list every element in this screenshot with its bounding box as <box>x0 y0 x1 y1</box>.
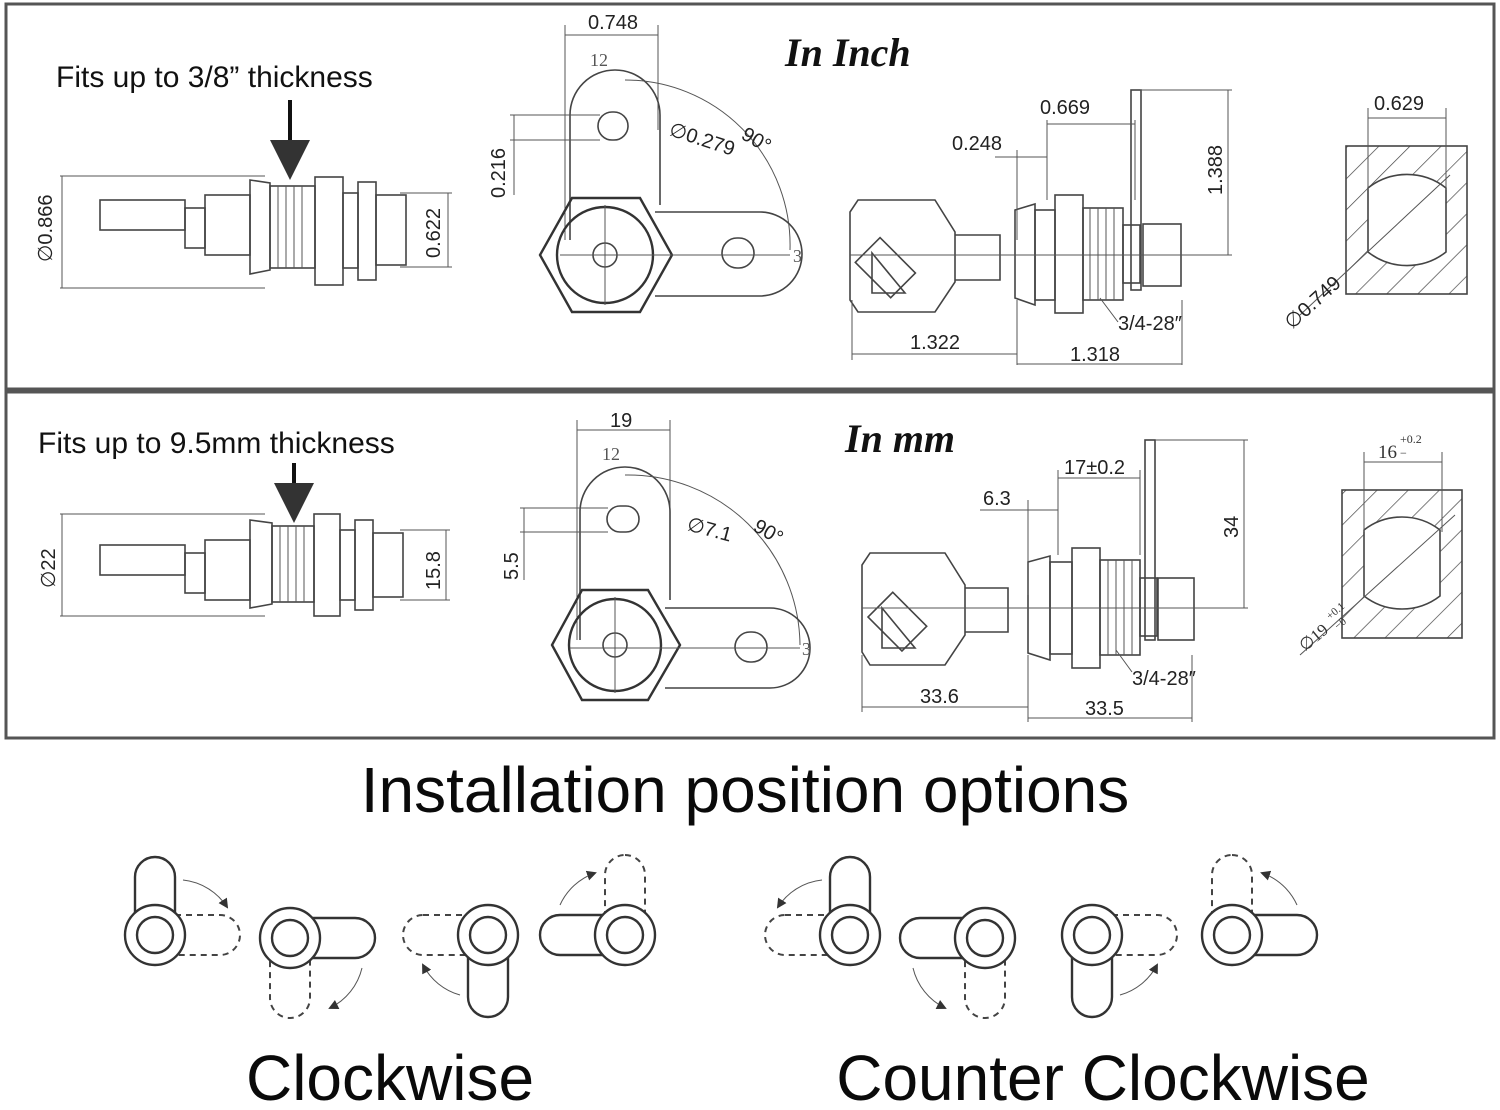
inch-nut-height: 0.622 <box>423 208 445 258</box>
mm-cutout-diameter: ∅19 <box>1295 620 1332 655</box>
mm-stem-length: 6.3 <box>983 488 1011 510</box>
inch-stem-length: 0.248 <box>952 133 1002 155</box>
inch-side-view: ∅0.866 0.622 <box>35 175 452 289</box>
inch-cam-width: 0.748 <box>588 12 638 34</box>
mm-cutout-width-tol-minus: − <box>1400 446 1407 460</box>
inch-cam-view: 0.748 12 90° ∅0.279 0.216 3 <box>488 12 803 314</box>
inch-thread: 3/4-28″ <box>1118 313 1182 335</box>
counter-clockwise-position-1 <box>764 855 882 967</box>
counter-clockwise-options <box>764 854 1319 1019</box>
inch-panel-frame <box>4 2 1496 391</box>
clockwise-label: Clockwise <box>246 1042 534 1110</box>
mm-grip-range: 17±0.2 <box>1064 457 1125 479</box>
clockwise-position-3 <box>402 903 520 1019</box>
mm-cutout-view: 16 +0.2 − ∅19 +0.1 −0 <box>1295 432 1463 656</box>
counter-clockwise-position-3 <box>1060 903 1178 1019</box>
inch-cam-height: 1.388 <box>1205 145 1227 195</box>
mm-angle: 90° <box>750 515 787 549</box>
counter-clockwise-label: Counter Clockwise <box>836 1042 1370 1110</box>
inch-panel: In Inch Fits up to 3/8” thickness ∅0.866… <box>35 12 1468 366</box>
inch-hole-diameter: ∅0.279 <box>666 119 737 161</box>
inch-clock-12: 12 <box>590 50 608 70</box>
inch-cam-offset: 0.216 <box>488 148 510 198</box>
inch-key-view: 0.669 0.248 1.388 1.322 1.318 3/4-28″ <box>849 89 1232 366</box>
mm-clock-12: 12 <box>602 444 620 464</box>
clockwise-position-1 <box>123 855 241 967</box>
mm-cam-height: 34 <box>1221 516 1243 538</box>
mm-panel: In mm Fits up to 9.5mm thickness ∅22 15.… <box>38 410 1463 722</box>
inch-body-diameter: ∅0.866 <box>35 195 57 262</box>
counter-clockwise-position-4 <box>1200 854 1319 967</box>
mm-fits-note: Fits up to 9.5mm thickness <box>38 427 395 460</box>
mm-cam-view: 19 12 90° ∅7.1 5.5 3 <box>501 410 811 702</box>
inch-clock-3: 3 <box>793 246 802 266</box>
inch-cutout-view: 0.629 ∅0.749 <box>1281 93 1468 334</box>
mm-hole-diameter: ∅7.1 <box>685 514 734 547</box>
clockwise-options <box>123 854 657 1019</box>
inch-angle: 90° <box>738 123 775 157</box>
mm-clock-3: 3 <box>802 639 811 659</box>
counter-clockwise-position-2 <box>898 906 1017 1019</box>
inch-heading: In Inch <box>784 30 911 75</box>
mm-key-view: 17±0.2 6.3 34 33.6 33.5 3/4-28″ <box>861 439 1248 722</box>
inch-cutout-diameter: ∅0.749 <box>1281 272 1346 334</box>
inch-fits-note: Fits up to 3/8” thickness <box>56 61 373 94</box>
inch-key-length: 1.322 <box>910 332 960 354</box>
mm-cam-offset: 5.5 <box>501 552 523 580</box>
mm-body-diameter: ∅22 <box>38 548 60 588</box>
clockwise-position-4 <box>538 854 657 967</box>
mm-key-length: 33.6 <box>920 686 959 708</box>
clockwise-position-2 <box>258 906 377 1019</box>
inch-grip-range: 0.669 <box>1040 97 1090 119</box>
mm-cam-width: 19 <box>610 410 632 432</box>
mm-cutout-width: 16 <box>1378 442 1397 463</box>
inch-body-length: 1.318 <box>1070 344 1120 366</box>
inch-cutout-width: 0.629 <box>1374 93 1424 115</box>
installation-title: Installation position options <box>361 754 1130 826</box>
mm-thread: 3/4-28″ <box>1132 668 1196 690</box>
mm-nut-height: 15.8 <box>423 551 445 590</box>
mm-cutout-width-tol-plus: +0.2 <box>1400 432 1422 446</box>
mm-side-view: ∅22 15.8 <box>38 513 450 617</box>
mm-panel-frame <box>4 390 1496 740</box>
mm-body-length: 33.5 <box>1085 698 1124 720</box>
mm-heading: In mm <box>844 416 955 461</box>
